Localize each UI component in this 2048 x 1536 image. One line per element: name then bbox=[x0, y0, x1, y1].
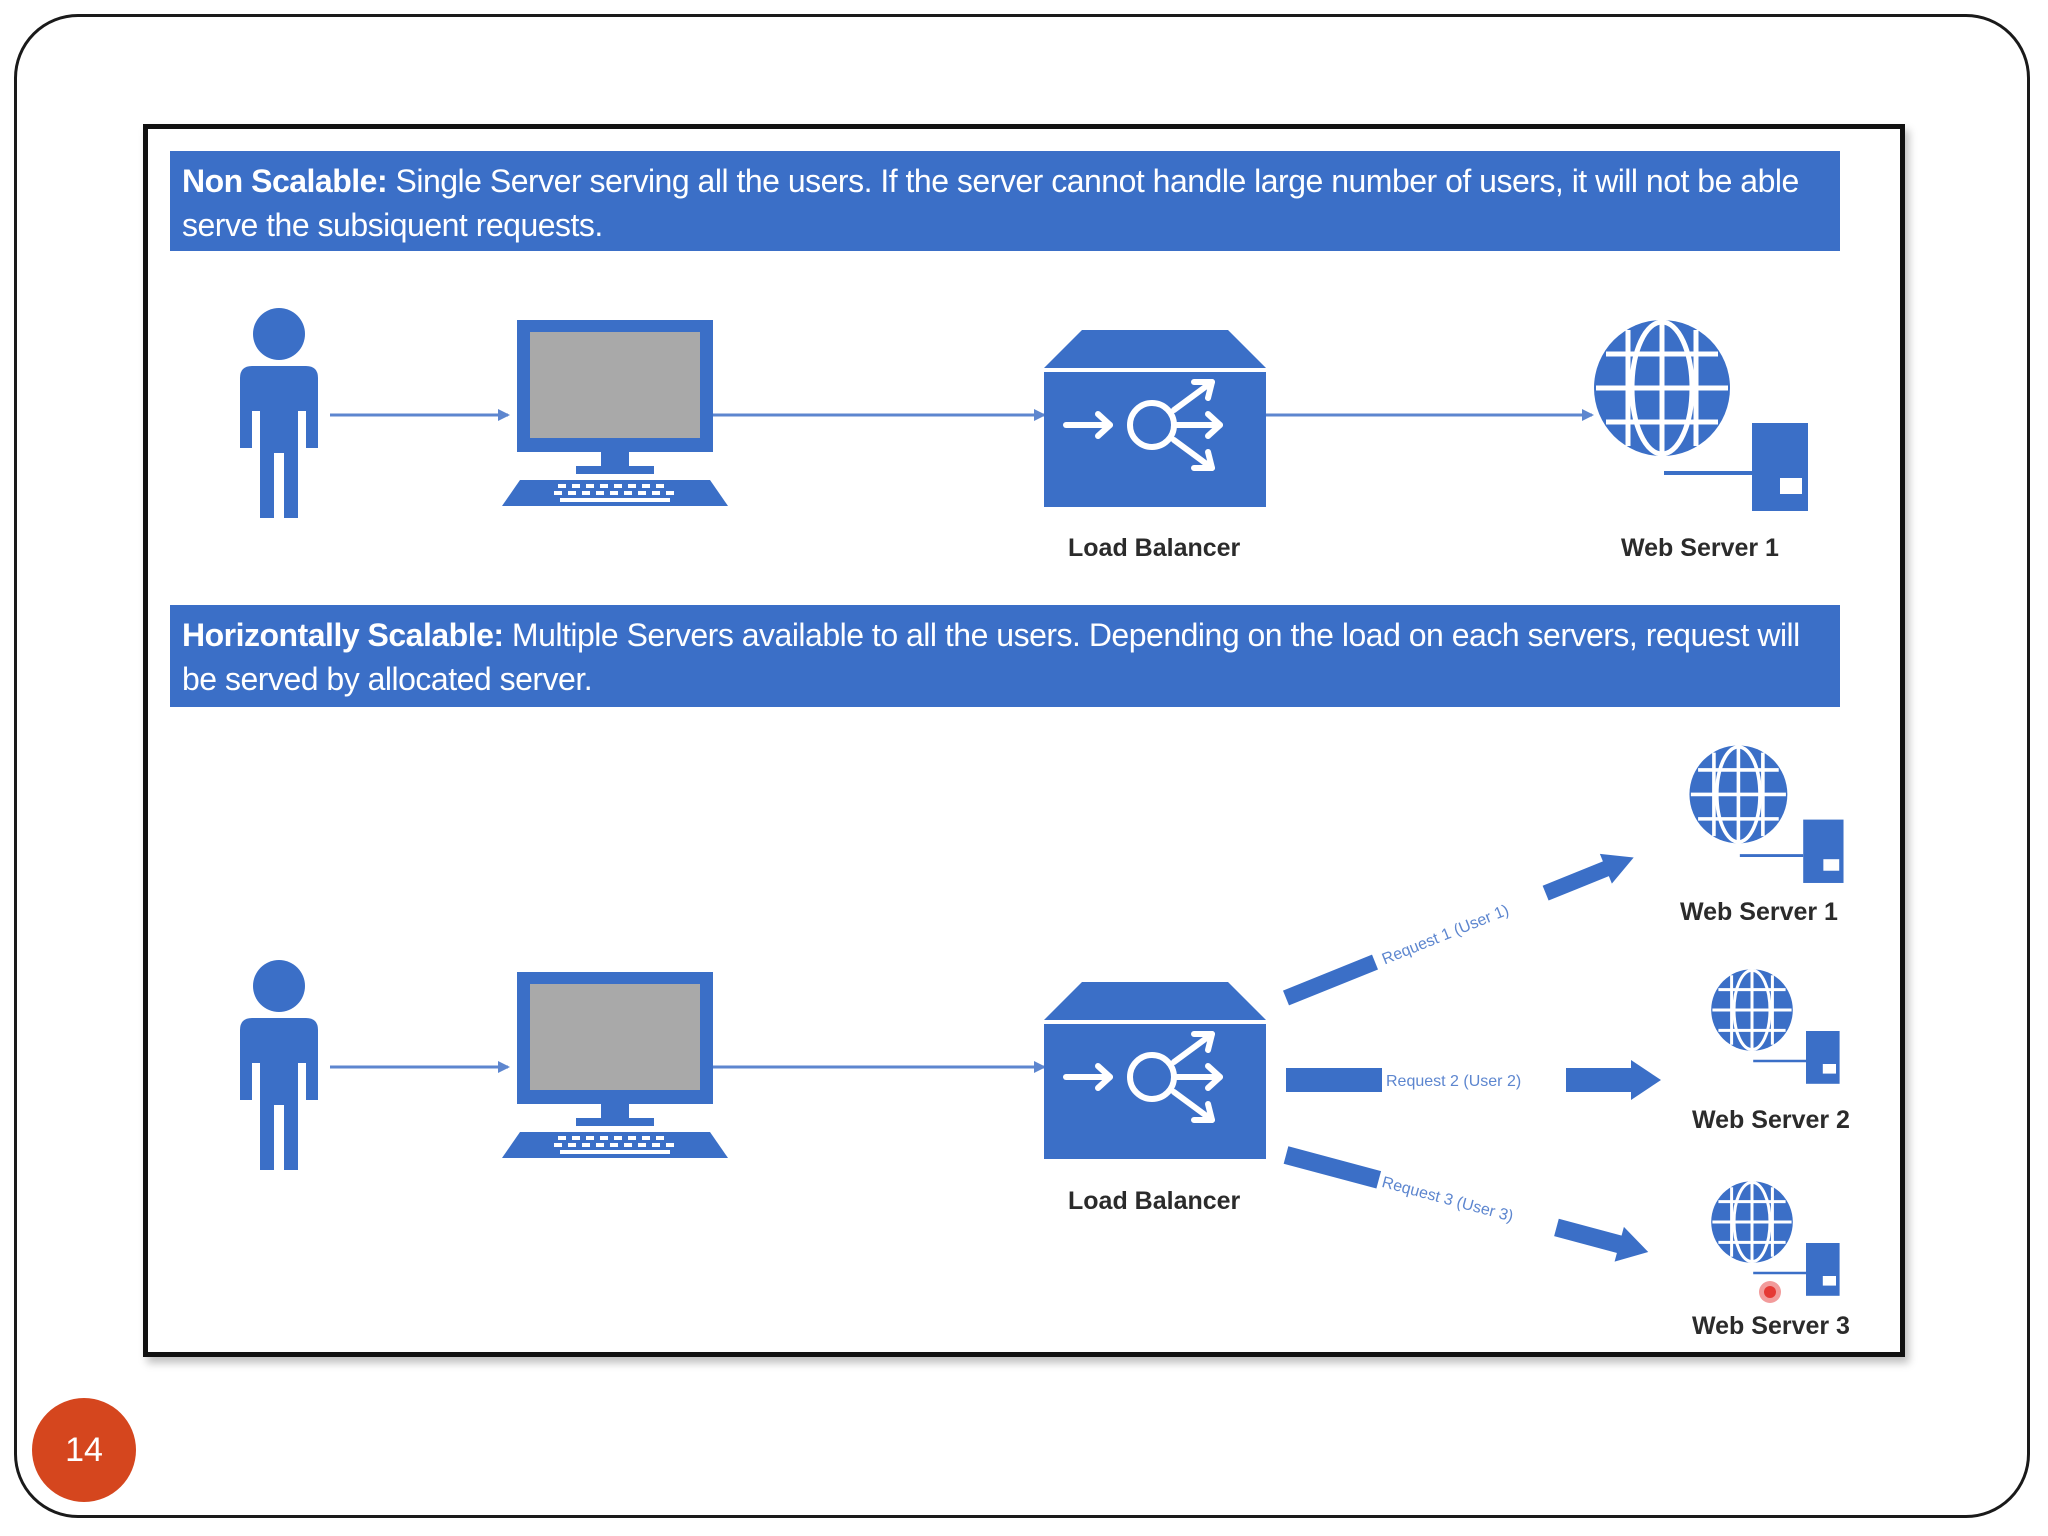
load-balancer-icon bbox=[1044, 330, 1266, 507]
horizontally-scalable-description: Multiple Servers available to all the us… bbox=[182, 617, 1800, 697]
web-server-3-label: Web Server 3 bbox=[1692, 1312, 1850, 1340]
request-2-label: Request 2 (User 2) bbox=[1386, 1073, 1521, 1090]
user-icon bbox=[240, 960, 318, 1170]
request-arrow: Request 2 (User 2) bbox=[1286, 1060, 1661, 1100]
web-server-2-label: Web Server 2 bbox=[1692, 1106, 1850, 1134]
cursor-indicator bbox=[1759, 1281, 1781, 1303]
user-icon bbox=[240, 308, 318, 518]
request-3-label: Request 3 (User 3) bbox=[1380, 1174, 1515, 1225]
computer-icon bbox=[502, 320, 728, 506]
web-server-icon bbox=[1594, 320, 1808, 511]
web-server-icon bbox=[1687, 743, 1846, 885]
horizontally-scalable-banner: Horizontally Scalable: Multiple Servers … bbox=[170, 605, 1840, 707]
load-balancer-icon bbox=[1044, 982, 1266, 1159]
page-number-badge: 14 bbox=[32, 1398, 136, 1502]
request-arrow: Request 3 (User 3) bbox=[1283, 1146, 1649, 1262]
load-balancer-label: Load Balancer bbox=[1068, 1187, 1241, 1215]
request-1-label: Request 1 (User 1) bbox=[1380, 902, 1512, 968]
load-balancer-label: Load Balancer bbox=[1068, 534, 1241, 562]
web-server-label: Web Server 1 bbox=[1621, 534, 1779, 562]
non-scalable-banner: Non Scalable: Single Server serving all … bbox=[170, 151, 1840, 251]
computer-icon bbox=[502, 972, 728, 1158]
web-server-icon bbox=[1709, 967, 1842, 1086]
non-scalable-description: Single Server serving all the users. If … bbox=[182, 163, 1799, 243]
diagram-figure bbox=[143, 124, 1905, 1357]
web-server-1-label: Web Server 1 bbox=[1680, 898, 1838, 926]
horizontally-scalable-heading: Horizontally Scalable: bbox=[182, 617, 504, 653]
web-server-icon bbox=[1709, 1179, 1842, 1298]
non-scalable-heading: Non Scalable: bbox=[182, 163, 388, 199]
request-arrow: Request 1 (User 1) bbox=[1283, 853, 1634, 1006]
